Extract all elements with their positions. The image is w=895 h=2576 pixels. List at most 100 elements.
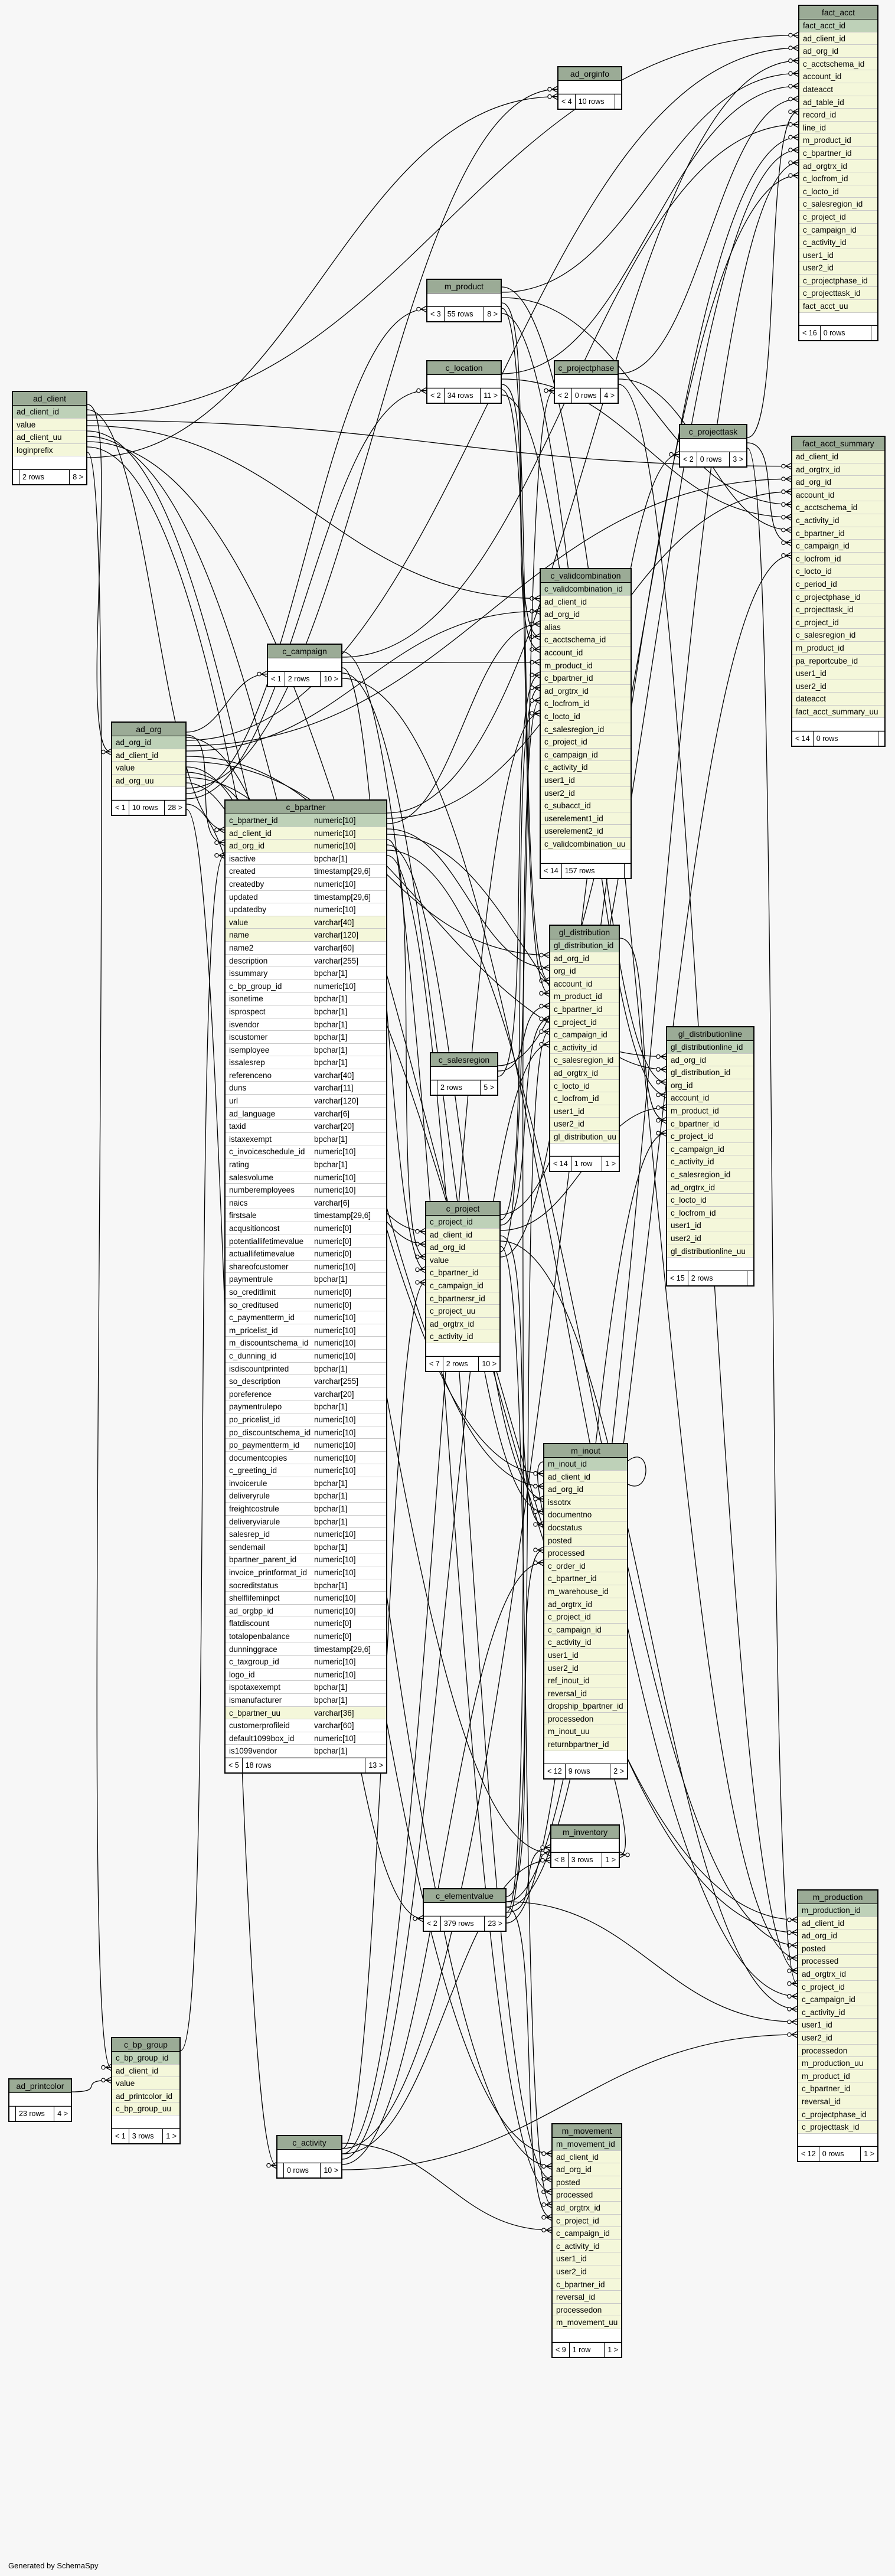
parents-link[interactable]	[9, 2106, 16, 2121]
parents-link[interactable]: < 2	[555, 388, 572, 403]
parents-link[interactable]: < 7	[426, 1356, 443, 1371]
children-link[interactable]: 10 >	[320, 671, 341, 686]
table-title[interactable]: c_salesregion	[431, 1053, 497, 1067]
children-link[interactable]	[747, 1271, 753, 1285]
children-link[interactable]	[878, 732, 884, 746]
parents-link[interactable]: < 1	[112, 800, 129, 815]
table-title[interactable]: ad_org	[112, 723, 185, 736]
table-title[interactable]: m_inout	[544, 1444, 627, 1458]
table-title[interactable]: c_bpartner	[226, 801, 386, 814]
children-link[interactable]: 23 >	[484, 1916, 505, 1931]
parents-link[interactable]: < 12	[544, 1764, 566, 1779]
parents-link[interactable]: < 5	[226, 1758, 243, 1772]
table-title[interactable]: ad_printcolor	[9, 2079, 71, 2093]
parents-link[interactable]: < 14	[550, 1157, 571, 1171]
table-title[interactable]: ad_client	[13, 392, 86, 406]
children-link[interactable]	[615, 94, 621, 109]
children-link[interactable]: 1 >	[604, 2342, 621, 2357]
parents-link[interactable]	[13, 469, 19, 484]
parents-link[interactable]: < 9	[553, 2342, 570, 2357]
children-link[interactable]: 3 >	[729, 452, 746, 466]
children-link[interactable]: 28 >	[164, 800, 185, 815]
children-link[interactable]: 5 >	[480, 1080, 497, 1095]
parents-link[interactable]: < 16	[799, 326, 821, 341]
parents-link[interactable]: < 15	[667, 1271, 688, 1285]
parents-link[interactable]: < 3	[427, 306, 445, 321]
table-title[interactable]: ad_orginfo	[558, 67, 621, 81]
children-link[interactable]: 1 >	[860, 2147, 877, 2162]
table-title[interactable]: c_bp_group	[112, 2038, 179, 2052]
children-link[interactable]: 1 >	[602, 1852, 619, 1867]
children-link[interactable]: 8 >	[484, 306, 501, 321]
parents-link[interactable]: < 12	[798, 2147, 819, 2162]
children-link[interactable]: 10 >	[320, 2163, 341, 2177]
children-link[interactable]: 11 >	[480, 388, 501, 403]
parents-link[interactable]: < 14	[792, 732, 814, 746]
table-title[interactable]: m_product	[427, 280, 501, 293]
column-row: c_locto_id	[792, 565, 884, 578]
parents-link[interactable]: < 2	[680, 452, 697, 466]
children-link[interactable]: 13 >	[365, 1758, 386, 1772]
table-title[interactable]: m_inventory	[551, 1826, 619, 1839]
children-link[interactable]: 8 >	[69, 469, 86, 484]
table-title[interactable]: c_projectphase	[555, 361, 618, 375]
table-title[interactable]: c_projecttask	[680, 425, 746, 439]
table-title[interactable]: fact_acct	[799, 6, 877, 19]
parents-link[interactable]: < 4	[558, 94, 576, 109]
children-link[interactable]: 4 >	[54, 2106, 71, 2121]
table-title[interactable]: gl_distributionline	[667, 1027, 753, 1041]
children-link[interactable]: 2 >	[610, 1764, 627, 1779]
children-link[interactable]	[624, 864, 631, 879]
table-title[interactable]: c_project	[426, 1202, 499, 1216]
parents-link[interactable]	[431, 1080, 437, 1095]
table-title[interactable]: c_campaign	[268, 645, 341, 658]
table-title[interactable]: m_production	[798, 1891, 877, 1904]
parents-link[interactable]	[277, 2163, 284, 2177]
children-link[interactable]: 10 >	[478, 1356, 499, 1371]
children-link[interactable]: 4 >	[600, 388, 618, 403]
parents-link[interactable]: < 2	[424, 1916, 441, 1931]
table-title[interactable]: c_elementvalue	[424, 1889, 505, 1903]
children-link[interactable]	[871, 326, 877, 341]
table-title[interactable]: c_validcombination	[541, 569, 631, 583]
table-title[interactable]: fact_acct_summary	[792, 437, 884, 450]
table-title[interactable]: m_movement	[553, 2124, 621, 2138]
table-title[interactable]: c_activity	[277, 2136, 341, 2150]
parents-link[interactable]: < 1	[112, 2128, 129, 2143]
parents-link[interactable]: < 8	[551, 1852, 569, 1867]
parents-link[interactable]: < 2	[427, 388, 445, 403]
table-title[interactable]: gl_distribution	[550, 926, 619, 939]
parents-link[interactable]: < 1	[268, 671, 285, 686]
parents-link[interactable]: < 14	[541, 864, 562, 879]
children-link[interactable]: 1 >	[162, 2128, 179, 2143]
column-row: ad_org_id	[426, 1241, 499, 1254]
children-link[interactable]: 1 >	[602, 1157, 619, 1171]
table-title[interactable]: c_location	[427, 361, 501, 375]
